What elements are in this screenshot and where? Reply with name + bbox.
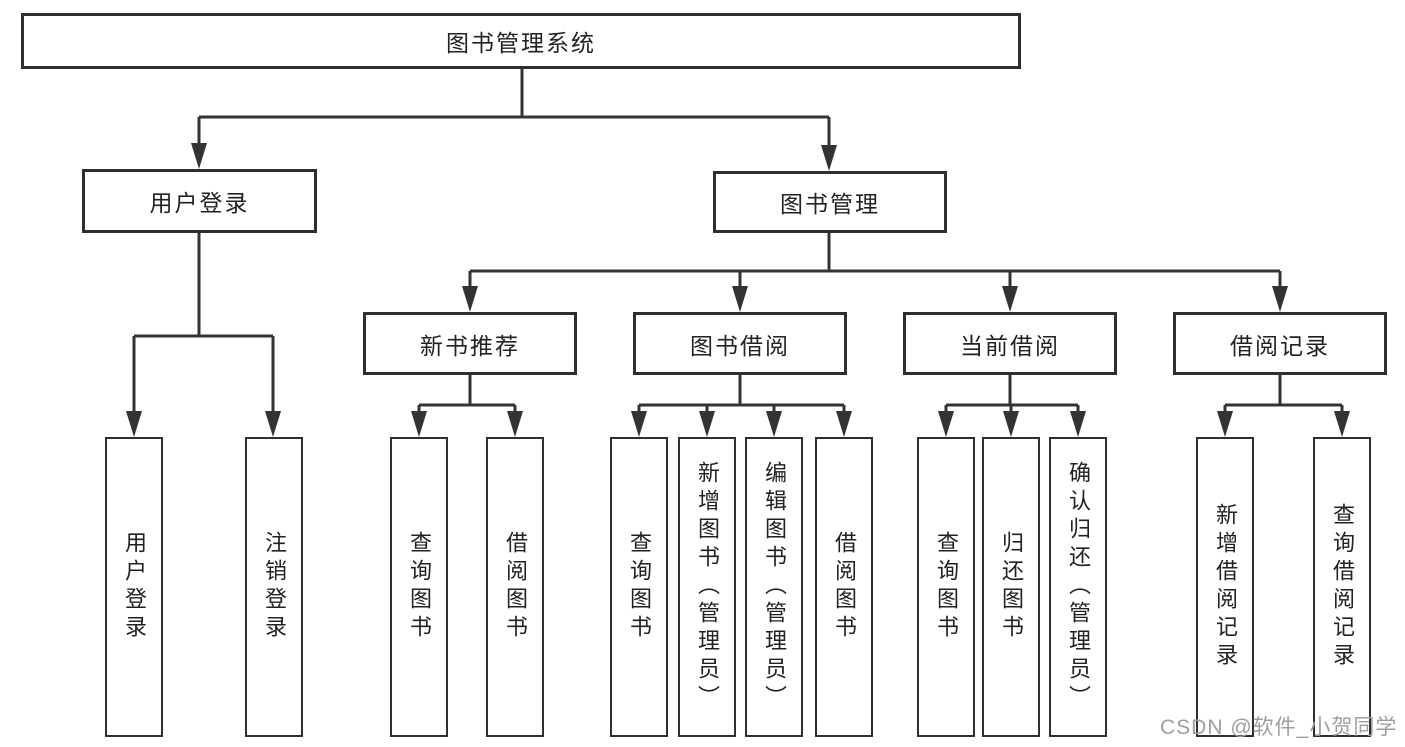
node-current-borrowing: 当前借阅 xyxy=(903,312,1117,375)
node-book-management: 图书管理 xyxy=(713,171,947,233)
leaf-query-borrow-record: 查询借阅记录 xyxy=(1313,437,1371,737)
node-borrowing-records: 借阅记录 xyxy=(1173,312,1387,375)
node-library-management-system: 图书管理系统 xyxy=(21,13,1021,69)
leaf-confirm-return-admin: 确认归还（管理员） xyxy=(1049,437,1107,737)
leaf-borrow-books: 借阅图书 xyxy=(815,437,873,737)
leaf-user-login: 用户登录 xyxy=(105,437,163,737)
leaf-logout: 注销登录 xyxy=(245,437,303,737)
node-user-login: 用户登录 xyxy=(82,169,317,233)
leaf-return-books: 归还图书 xyxy=(982,437,1040,737)
leaf-borrow-books-recommend: 借阅图书 xyxy=(486,437,544,737)
leaf-add-borrow-record: 新增借阅记录 xyxy=(1196,437,1254,737)
leaf-edit-books-admin: 编辑图书（管理员） xyxy=(745,437,803,737)
leaf-query-books-current: 查询图书 xyxy=(917,437,975,737)
leaf-add-books-admin: 新增图书（管理员） xyxy=(678,437,736,737)
leaf-query-books-borrow: 查询图书 xyxy=(610,437,668,737)
node-book-borrowing: 图书借阅 xyxy=(633,312,847,375)
csdn-watermark: CSDN @软件_小贺同学 xyxy=(1160,716,1398,739)
leaf-query-books-recommend: 查询图书 xyxy=(390,437,448,737)
node-new-book-recommendation: 新书推荐 xyxy=(363,312,577,375)
